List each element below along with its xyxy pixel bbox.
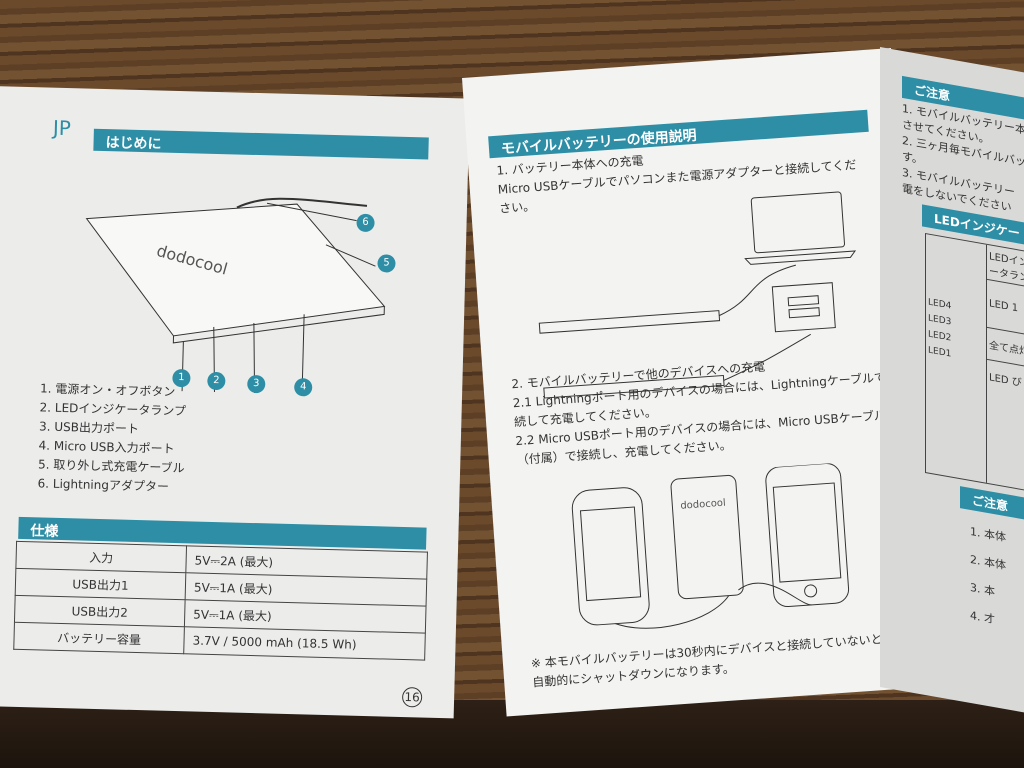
manual-page-18-partial: ご注意 1. モバイルバッテリー本体 させてください。 2. 三ヶ月毎モバイルバ… [880, 47, 1024, 717]
led-row: LED び [989, 372, 1022, 390]
power-bank-illustration: dodocool [85, 197, 386, 398]
svg-text:dodocool: dodocool [680, 498, 726, 512]
led-label: LED1 [928, 345, 952, 360]
caution2-item: 4. 才 [970, 608, 995, 627]
part-item: 6. Lightningアダプター [37, 476, 170, 494]
parts-list: 1. 電源オン・オフボタン 2. LEDインジケータランプ 3. USB出力ポー… [37, 379, 186, 497]
language-label: JP [52, 115, 72, 141]
caution-list: 1. モバイルバッテリー本体 させてください。 2. 三ヶ月毎モバイルバッ す。… [902, 101, 1024, 221]
intro-heading: はじめに [93, 128, 429, 160]
manual-page-17: モバイルバッテリーの使用説明 1. バッテリー本体への充電 Micro USBケ… [462, 48, 936, 717]
devices-illustration: dodocool [571, 463, 850, 629]
led-table: LEDインジケータランプの LED 1 全て点灯 LED び LED4 LED3… [925, 232, 1024, 496]
charging-diagram [538, 191, 857, 399]
caution2-list: 1. 本体 2. 本体 3. 本 4. 才 [970, 518, 1006, 636]
page-number: 16 [401, 687, 423, 708]
manual-page-16: JP はじめに dodocool 6 5 1 2 3 4 1. 電源オン・オフボ… [0, 86, 470, 719]
